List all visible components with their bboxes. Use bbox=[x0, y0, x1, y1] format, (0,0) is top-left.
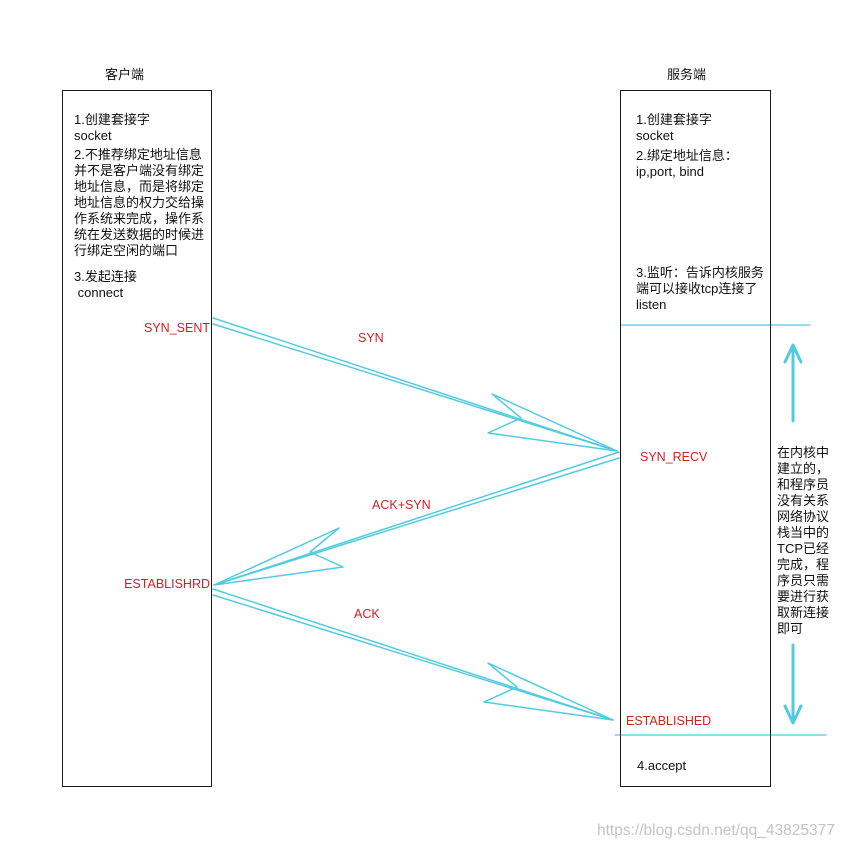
up-arrow-head bbox=[783, 343, 803, 364]
client-step-2-line: 行绑定空闲的端口 bbox=[74, 243, 179, 258]
server-step-2: 2.绑定地址信息： ip,port, bind bbox=[636, 148, 738, 180]
ack-syn-arrow-head bbox=[213, 527, 344, 586]
server-step-1-line: socket bbox=[636, 128, 674, 143]
server-step-1: 1.创建套接字 socket bbox=[636, 112, 712, 144]
ack-arrow-shaft-upper bbox=[212, 588, 614, 721]
ack-syn-arrow-shaft-upper bbox=[213, 451, 620, 586]
server-step-3-line: listen bbox=[636, 297, 667, 312]
server-step-2-line: ip,port, bind bbox=[636, 164, 704, 179]
server-step-3-line: 端可以接收tcp连接了 bbox=[636, 281, 758, 296]
state-syn-sent: SYN_SENT bbox=[144, 321, 210, 335]
kernel-note-line: TCP已经 bbox=[777, 541, 830, 556]
client-step-3-line: connect bbox=[74, 285, 124, 300]
client-step-2: 2.不推荐绑定地址信息 并不是客户端没有绑定 地址信息，而是将绑定 地址信息的权… bbox=[74, 147, 204, 259]
syn-arrow bbox=[212, 317, 618, 452]
ack-arrow-shaft-lower bbox=[212, 594, 614, 721]
state-server-established: ESTABLISHED bbox=[626, 714, 712, 728]
message-ack-label: ACK bbox=[354, 607, 380, 621]
kernel-note: 在内核中 建立的， 和程序员 没有关系 网络协议 栈当中的 TCP已经 完成，程… bbox=[777, 445, 829, 637]
ack-syn-arrow-shaft-lower bbox=[213, 457, 620, 586]
ack-arrow-head bbox=[483, 662, 614, 721]
client-step-2-line: 作系统来完成，操作系 bbox=[74, 211, 205, 226]
kernel-note-line: 网络协议 bbox=[777, 509, 830, 524]
kernel-note-line: 建立的， bbox=[777, 461, 830, 476]
client-step-1-line: socket bbox=[74, 128, 112, 143]
client-step-2-line: 并不是客户端没有绑定 bbox=[74, 163, 205, 178]
kernel-note-line: 即可 bbox=[777, 621, 804, 636]
client-step-2-line: 地址信息的权力交给操 bbox=[74, 195, 205, 210]
server-box bbox=[620, 90, 771, 787]
message-ack-syn-label: ACK+SYN bbox=[372, 498, 431, 512]
client-step-3: 3.发起连接 connect bbox=[74, 269, 137, 301]
ack-arrow bbox=[212, 588, 614, 721]
watermark-text: https://blog.csdn.net/qq_43825377 bbox=[597, 822, 835, 839]
client-box bbox=[62, 90, 212, 787]
kernel-span-down-arrow bbox=[783, 643, 803, 725]
kernel-note-line: 序员只需 bbox=[777, 573, 830, 588]
syn-arrow-shaft-lower bbox=[212, 323, 618, 452]
kernel-note-line: 栈当中的 bbox=[777, 525, 830, 540]
kernel-note-line: 没有关系 bbox=[777, 493, 830, 508]
kernel-note-line: 取新连接 bbox=[777, 605, 830, 620]
kernel-note-line: 和程序员 bbox=[777, 477, 830, 492]
client-step-1: 1.创建套接字 socket bbox=[74, 112, 150, 144]
server-accept-line: 4.accept bbox=[637, 758, 687, 773]
server-step-3: 3.监听：告诉内核服务 端可以接收tcp连接了 listen bbox=[636, 265, 764, 313]
state-syn-recv: SYN_RECV bbox=[640, 450, 708, 464]
client-step-2-line: 统在发送数据的时候进 bbox=[74, 227, 205, 242]
syn-arrow-shaft-upper bbox=[212, 317, 618, 452]
message-syn-label: SYN bbox=[358, 331, 384, 345]
kernel-note-line: 完成，程 bbox=[777, 557, 830, 572]
kernel-note-line: 要进行获 bbox=[777, 589, 830, 604]
client-step-1-line: 1.创建套接字 bbox=[74, 112, 150, 127]
ack-syn-arrow bbox=[213, 451, 620, 586]
client-step-3-line: 3.发起连接 bbox=[74, 269, 137, 284]
client-title: 客户端 bbox=[105, 67, 145, 82]
state-client-established: ESTABLISHRD bbox=[124, 577, 210, 591]
server-step-1-line: 1.创建套接字 bbox=[636, 112, 712, 127]
client-step-2-line: 地址信息，而是将绑定 bbox=[74, 179, 205, 194]
client-step-2-line: 2.不推荐绑定地址信息 bbox=[74, 147, 202, 162]
kernel-span-up-arrow bbox=[783, 343, 803, 423]
kernel-note-line: 在内核中 bbox=[777, 445, 830, 460]
down-arrow-head bbox=[783, 704, 803, 725]
server-step-4-accept: 4.accept bbox=[637, 758, 686, 774]
server-step-3-line: 3.监听：告诉内核服务 bbox=[636, 265, 764, 280]
server-title: 服务端 bbox=[667, 67, 707, 82]
syn-arrow-head bbox=[487, 393, 618, 452]
server-step-2-line: 2.绑定地址信息： bbox=[636, 148, 738, 163]
